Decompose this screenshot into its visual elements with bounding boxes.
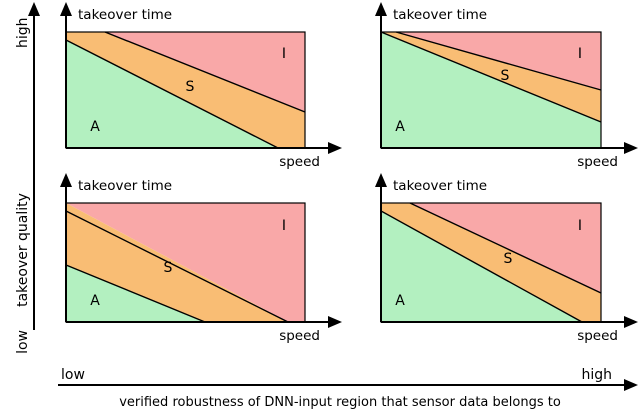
panel-top-right-divider-a-s bbox=[380, 31, 602, 123]
outer-x-axis-high-label: high bbox=[581, 367, 612, 383]
panel-top-left-y-axis-label: takeover time bbox=[78, 7, 172, 23]
panel-bottom-right-label-i: I bbox=[578, 218, 582, 234]
panel-bottom-right-divider-a-s bbox=[380, 210, 583, 323]
panel-top-left-divider-a-s bbox=[65, 39, 279, 149]
panel-bottom-right-y-axis-label: takeover time bbox=[393, 178, 487, 194]
panel-bottom-left-label-i: I bbox=[282, 218, 286, 234]
panel-top-right: takeover time speed A S I bbox=[375, 2, 638, 170]
panel-bottom-left-label-a: A bbox=[90, 293, 100, 309]
outer-x-axis-caption: verified robustness of DNN-input region … bbox=[119, 395, 561, 410]
panel-top-left-label-a: A bbox=[90, 119, 100, 135]
panel-bottom-left: takeover time speed A S I bbox=[60, 173, 342, 344]
outer-x-axis-low-label: low bbox=[61, 367, 85, 383]
panel-bottom-right: takeover time speed A S I bbox=[375, 173, 638, 344]
panel-top-right-x-axis-label: speed bbox=[577, 154, 618, 170]
panel-top-left-x-axis-label: speed bbox=[279, 154, 320, 170]
panel-bottom-right-label-a: A bbox=[395, 293, 405, 309]
panel-bottom-left-region-shared bbox=[66, 203, 288, 322]
panel-top-right-y-axis-label: takeover time bbox=[393, 7, 487, 23]
outer-y-axis-low-label: low bbox=[15, 330, 31, 354]
panel-bottom-left-divider-s-i bbox=[65, 210, 289, 323]
panel-bottom-left-region-informed bbox=[66, 203, 305, 322]
panel-top-left-region-shared bbox=[66, 32, 305, 148]
panel-top-left-label-s: S bbox=[186, 79, 195, 95]
outer-y-axis-label: takeover quality bbox=[15, 193, 31, 307]
panel-bottom-left-y-axis-label: takeover time bbox=[78, 178, 172, 194]
panel-top-right-label-i: I bbox=[578, 46, 582, 62]
panel-top-right-divider-s-i bbox=[395, 31, 602, 91]
outer-y-axis: high takeover quality low bbox=[15, 2, 40, 354]
panel-top-left: takeover time speed A S I bbox=[60, 2, 342, 170]
panel-bottom-right-label-s: S bbox=[504, 251, 513, 267]
panel-bottom-left-label-s: S bbox=[164, 260, 173, 276]
outer-y-axis-high-label: high bbox=[15, 17, 31, 48]
panel-bottom-right-divider-s-i bbox=[409, 202, 602, 294]
panel-bottom-right-x-axis-label: speed bbox=[577, 328, 618, 344]
panel-bottom-left-x-axis-label: speed bbox=[279, 328, 320, 344]
panel-top-right-label-a: A bbox=[395, 119, 405, 135]
panel-top-left-label-i: I bbox=[282, 46, 286, 62]
panel-top-right-region-automated bbox=[381, 32, 601, 148]
panel-bottom-left-divider-a-s bbox=[65, 264, 206, 323]
outer-x-axis: low high verified robustness of DNN-inpu… bbox=[58, 367, 638, 410]
panel-top-left-divider-s-i bbox=[104, 31, 306, 113]
panel-bottom-right-region-shared bbox=[381, 203, 601, 322]
panel-top-right-label-s: S bbox=[501, 68, 510, 84]
